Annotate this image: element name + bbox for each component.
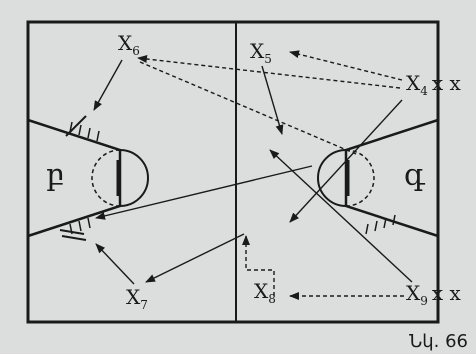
arrow-x4-cross [289,99,403,223]
right-basket-label: գ [404,158,426,193]
arrow-x9-up [269,149,413,283]
arrow-x5-down [261,65,284,135]
left-basket-label: բ [46,158,65,193]
player-x7: X7 [126,285,148,312]
player-x6: X6 [118,31,140,58]
right-key [317,118,439,238]
left-key [27,118,149,238]
player-x8: X8 [254,279,276,306]
screen-marks [59,115,87,241]
arrow-pass-center [95,165,313,220]
arrow-x6-long [139,61,357,155]
arrow-x8-up [242,235,275,296]
arrow-x7-up [95,243,135,285]
arrow-to-x7 [145,233,245,283]
arrow-x4-to-x6 [137,55,401,89]
arrow-x4-to-x5 [289,50,403,81]
court-outline [26,20,440,324]
arrow-x6-down [93,59,123,111]
figure-caption: Նկ. 66 [409,331,468,352]
movement-arrows [93,50,413,300]
player-x5: X5 [250,39,272,66]
